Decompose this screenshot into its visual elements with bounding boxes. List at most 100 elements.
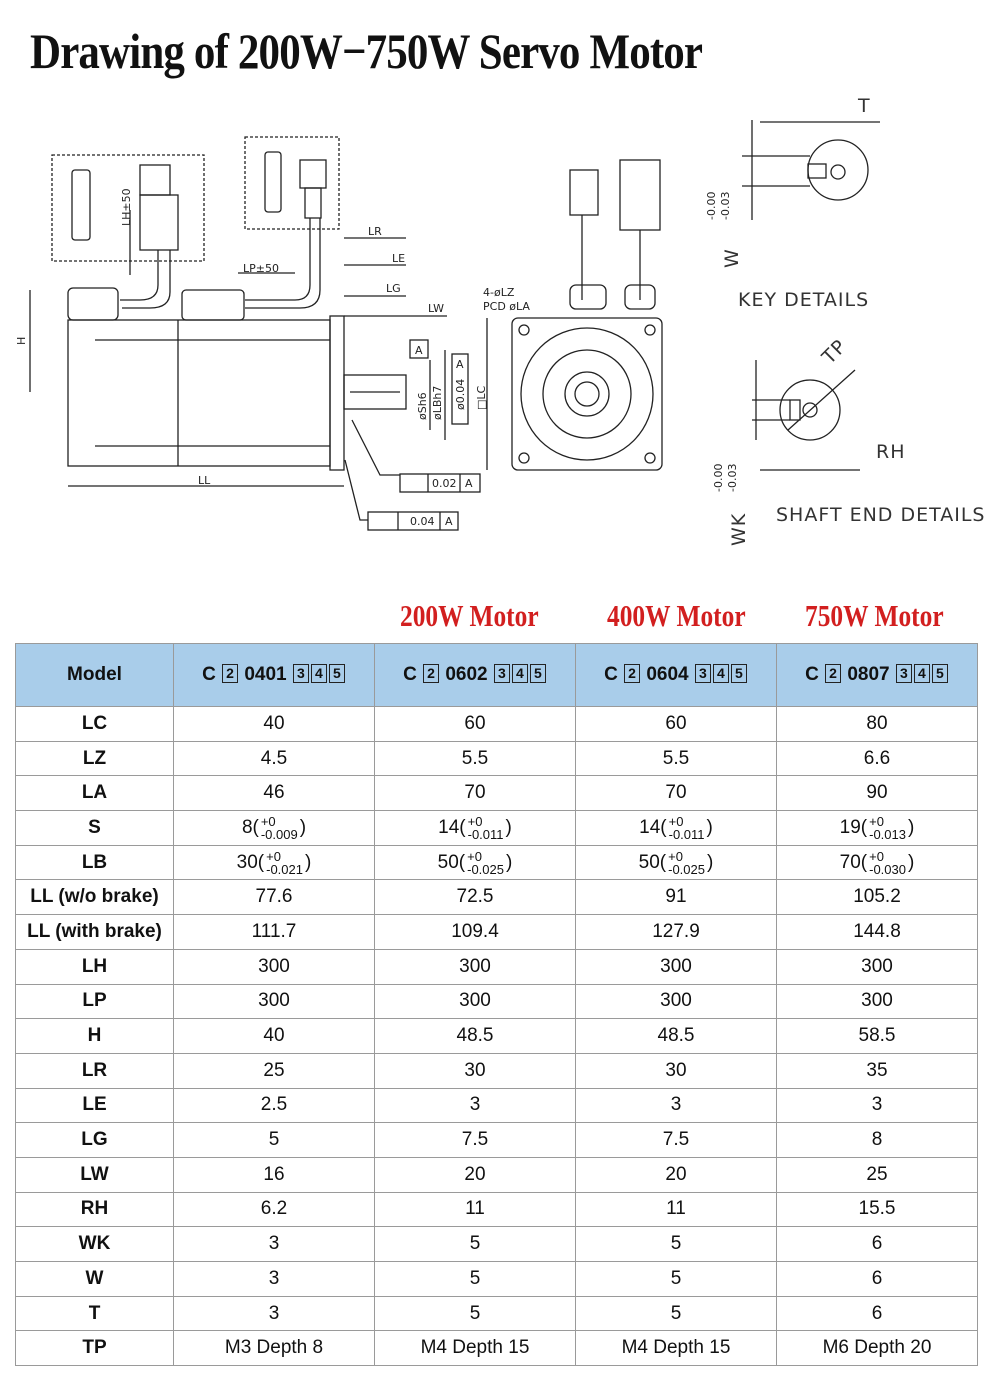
nominal-value: 8 — [241, 816, 253, 838]
tolerance-upper: +0 — [266, 848, 281, 864]
value-cell: 91 — [575, 879, 777, 916]
value-cell: 5 — [374, 1226, 576, 1262]
value-cell: 77.6 — [173, 879, 375, 916]
label-datum-a: A — [415, 344, 423, 357]
nominal-value: 19 — [839, 816, 861, 838]
value-cell: 20 — [374, 1156, 576, 1193]
value-cell: 5 — [575, 1295, 777, 1332]
param-name: LB — [15, 844, 174, 881]
value-cell: M4 Depth 15 — [575, 1330, 777, 1367]
value-cell: 46 — [173, 775, 375, 812]
label-ll: LL — [198, 474, 211, 487]
motor-flange — [511, 317, 663, 471]
value-cell: M6 Depth 20 — [776, 1330, 978, 1367]
label-pcd: PCD øLA — [483, 300, 530, 313]
shaft-end-circle — [779, 379, 841, 441]
tolerance-upper: +0 — [668, 813, 684, 829]
label-lh: LH±50 — [120, 188, 133, 226]
key-detail-circle — [807, 139, 869, 201]
value-cell: 3 — [173, 1295, 375, 1332]
value-cell: 70 — [374, 775, 576, 812]
page-title: Drawing of 200W−750W Servo Motor — [30, 23, 703, 79]
value-cell: 300 — [173, 948, 375, 985]
label-wk-tol-bottom: -0.03 — [726, 464, 739, 492]
value-cell: 8(+0-0.009) — [173, 810, 375, 846]
label-sh6: øSh6 — [416, 392, 429, 420]
label-w: W — [721, 248, 743, 268]
value-cell: 144.8 — [776, 914, 978, 950]
value-cell: 8 — [776, 1122, 978, 1158]
tolerance: +0-0.030 — [869, 850, 906, 876]
nominal-value: 50 — [437, 851, 459, 873]
value-cell: 127.9 — [575, 914, 777, 950]
tolerance-lower: -0.025 — [668, 861, 705, 877]
nominal-value: 14 — [639, 816, 661, 838]
value-cell: 6 — [776, 1226, 978, 1262]
tolerance-lower: -0.030 — [869, 861, 906, 877]
value-cell: 70 — [575, 775, 777, 812]
tolerance-lower: -0.025 — [467, 861, 504, 877]
tolerance-upper: +0 — [467, 813, 483, 829]
value-cell: 5 — [575, 1261, 777, 1297]
tolerance-upper: +0 — [260, 813, 276, 829]
value-cell: 48.5 — [374, 1018, 576, 1054]
tolerance: +0-0.011 — [669, 815, 705, 841]
value-cell: 30 — [374, 1052, 576, 1089]
value-cell: 6.6 — [776, 740, 978, 777]
value-cell: 6 — [776, 1295, 978, 1332]
param-name: W — [15, 1261, 174, 1297]
value-cell: 11 — [374, 1191, 576, 1228]
label-tp: TP — [817, 335, 851, 369]
value-cell: 109.4 — [374, 914, 576, 950]
value-cell: 72.5 — [374, 879, 576, 916]
param-name: LE — [15, 1087, 174, 1124]
tolerance-upper: +0 — [668, 848, 683, 864]
shaft-end-details-label: SHAFT END DETAILS — [776, 504, 986, 526]
tolerance-lower: -0.011 — [467, 826, 504, 842]
label-runout-datum: A — [465, 477, 473, 490]
tolerance: +0-0.011 — [468, 815, 504, 841]
value-cell: 3 — [173, 1226, 375, 1262]
value-cell: 11 — [575, 1191, 777, 1228]
label-lp: LP±50 — [243, 262, 279, 275]
label-lw: LW — [428, 302, 444, 315]
value-cell: 48.5 — [575, 1018, 777, 1054]
label-wk-tol-top: -0.00 — [712, 464, 725, 492]
param-name: TP — [15, 1330, 174, 1367]
tolerance: +0-0.021 — [266, 850, 303, 876]
param-name: LL (w/o brake) — [15, 879, 174, 916]
param-name: WK — [15, 1226, 174, 1262]
param-name: LZ — [15, 740, 174, 777]
tolerance-upper: +0 — [869, 848, 884, 864]
value-cell: 3 — [173, 1261, 375, 1297]
value-cell: 60 — [374, 706, 576, 742]
servo-motor-drawing: LH±50 LP±50 LR LE LG LW H LL A A øSh6 øL… — [15, 95, 986, 546]
label-runout: 0.02 — [432, 477, 457, 490]
value-cell: 19(+0-0.013) — [776, 810, 978, 846]
value-cell: 35 — [776, 1052, 978, 1089]
value-cell: 3 — [776, 1087, 978, 1124]
param-name: S — [15, 810, 174, 846]
label-h: H — [15, 337, 28, 345]
tolerance: +0-0.025 — [668, 850, 705, 876]
value-cell: 50(+0-0.025) — [575, 844, 777, 881]
value-cell: 300 — [776, 948, 978, 985]
tolerance-lower: -0.011 — [668, 826, 705, 842]
